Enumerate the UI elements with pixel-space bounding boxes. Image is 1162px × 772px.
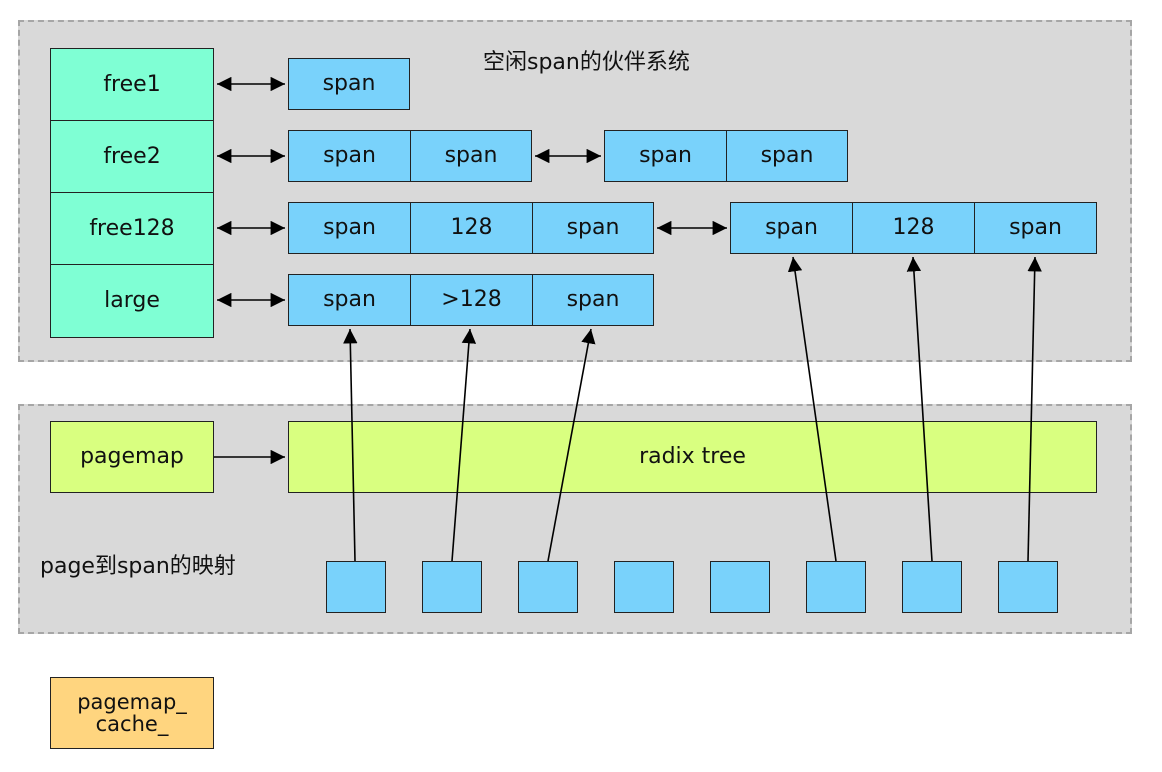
free128-group1-span-2: span [532,202,654,254]
page-mapping-title: page到span的映射 [40,554,236,579]
free-list-free1: free1 [50,48,214,122]
large-span-1: span [288,274,411,326]
page-square-6 [806,561,866,613]
free1-span: span [288,58,410,110]
arrow-page6 [787,256,837,562]
pagemap-cache-label: pagemap_ cache_ [77,689,187,736]
page-square-8 [998,561,1058,613]
page-square-5 [710,561,770,613]
free-list-large: large [50,264,214,338]
page-square-2 [422,561,482,613]
free128-group2-span-2: span [974,202,1097,254]
arrow-page1 [343,328,358,562]
page-square-1 [326,561,386,613]
page-square-3 [518,561,578,613]
arrow-page3 [547,328,596,562]
pagemap-box: pagemap [50,421,214,493]
free128-group2-span-1: span [730,202,853,254]
pagemap-cache-box: pagemap_ cache_ [50,677,214,749]
page-square-4 [614,561,674,613]
free128-group1-pages: 128 [410,202,533,254]
free2-group1-span-2: span [410,130,532,182]
large-pages: >128 [410,274,533,326]
large-span-2: span [532,274,654,326]
arrow-page7 [906,256,933,562]
arrow-page2 [451,328,477,562]
free2-group1-span-1: span [288,130,411,182]
free128-group1-span-1: span [288,202,411,254]
free128-group2-pages: 128 [852,202,975,254]
arrow-page8 [1027,256,1042,562]
free2-group2-span-2: span [726,130,848,182]
radix-tree-box: radix tree [288,421,1097,493]
page-square-7 [902,561,962,613]
buddy-system-title: 空闲span的伙伴系统 [483,50,690,75]
